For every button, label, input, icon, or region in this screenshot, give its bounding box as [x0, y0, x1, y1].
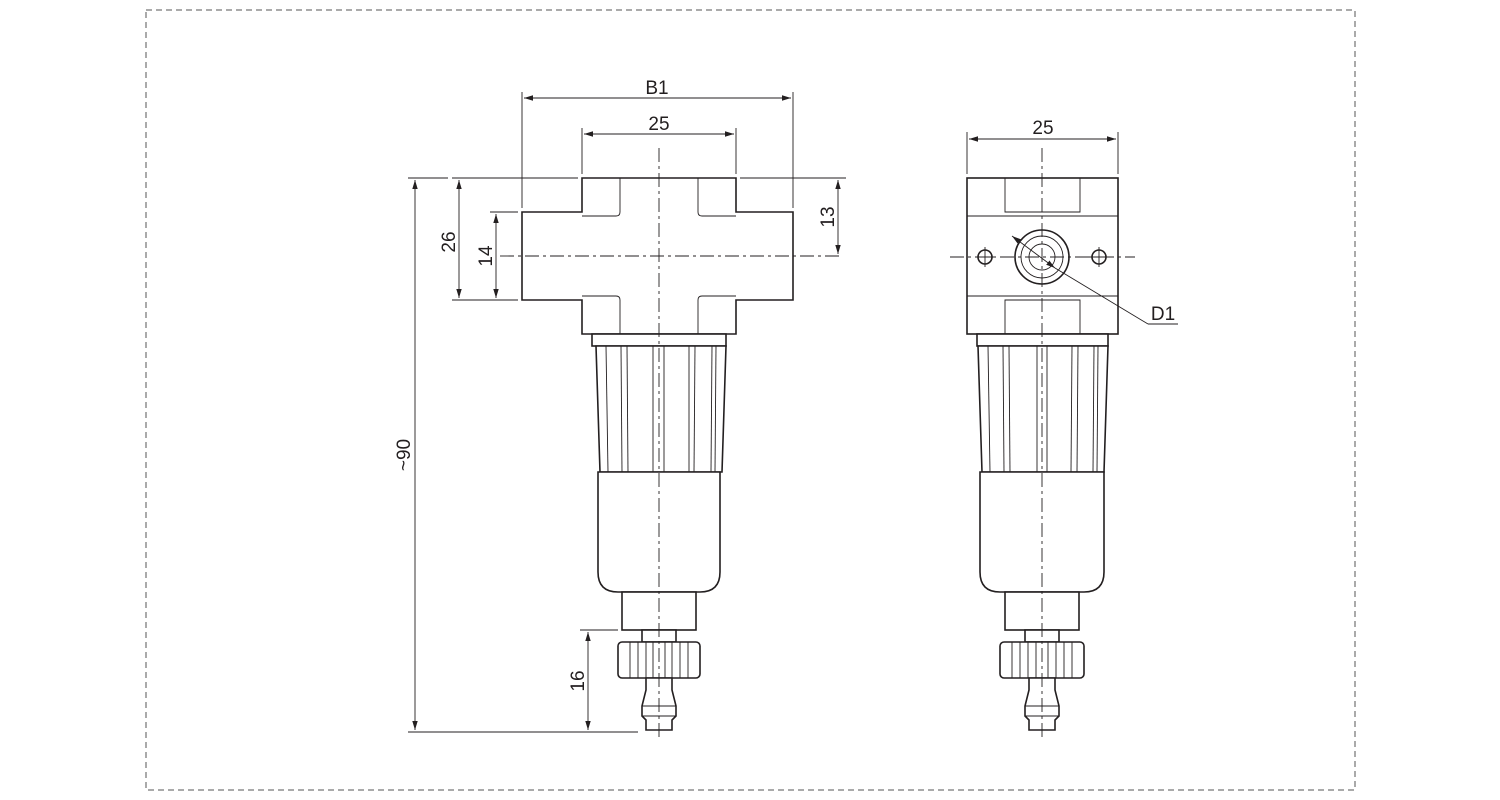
dim-label-b1: B1 — [645, 78, 668, 99]
front-view: B1 25 13 26 14 ~90 16 — [394, 78, 846, 740]
dim-label-25-side: 25 — [1032, 118, 1053, 139]
dim-label-13: 13 — [818, 206, 839, 227]
front-bowl-guard — [595, 345, 727, 473]
dim-label-26: 26 — [439, 231, 460, 252]
side-view: D1 — [950, 118, 1178, 740]
dim-label-90: ~90 — [394, 439, 415, 471]
dim-label-14: 14 — [476, 245, 497, 267]
side-bowl-guard — [977, 345, 1109, 473]
dim-label-25-front: 25 — [648, 114, 669, 135]
dim-label-16: 16 — [568, 670, 589, 691]
drawing-frame — [145, 9, 1356, 791]
dim-label-d1: D1 — [1151, 304, 1175, 325]
